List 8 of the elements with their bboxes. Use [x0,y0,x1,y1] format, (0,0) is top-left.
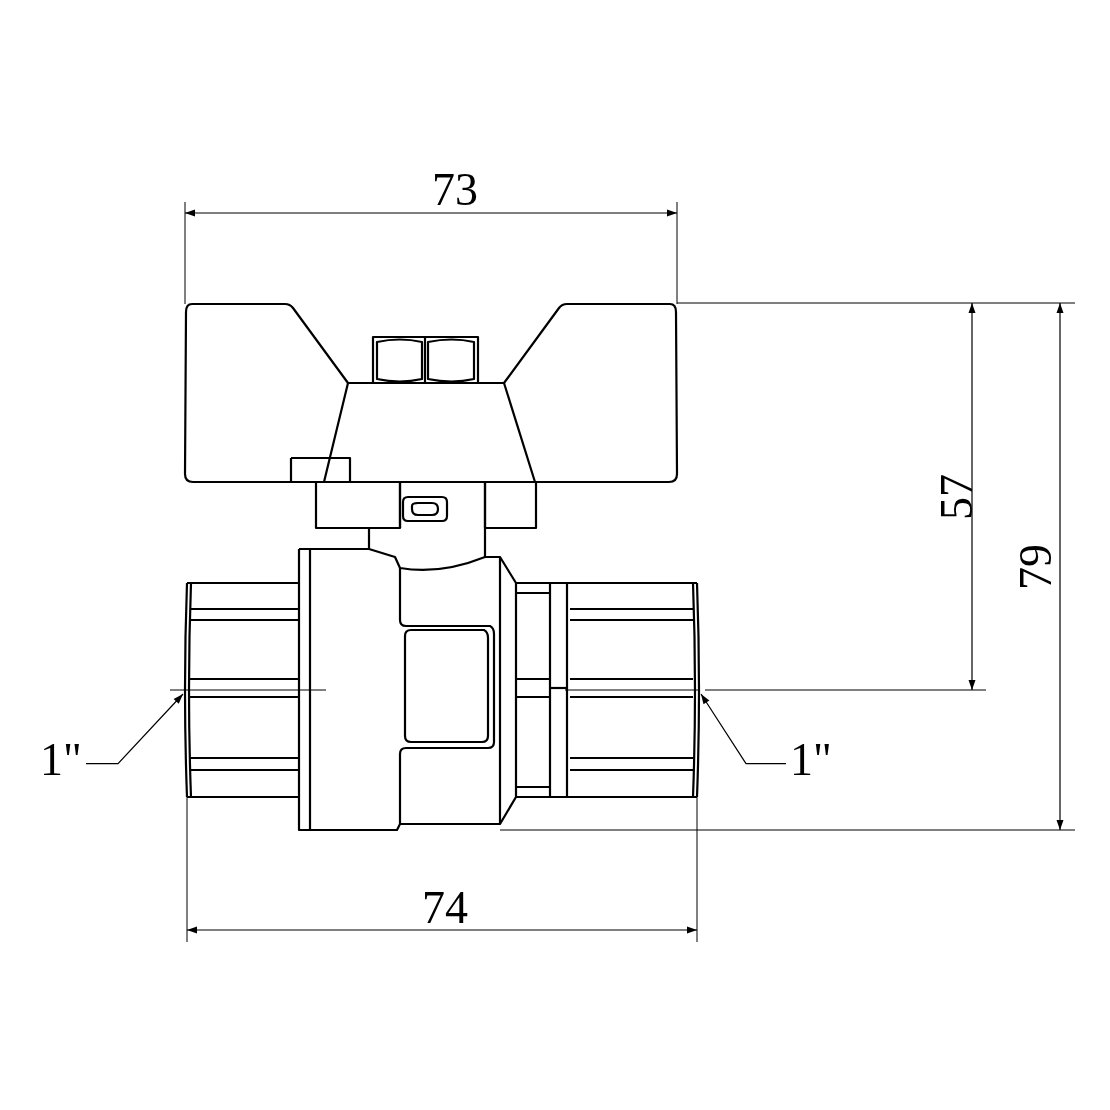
dimension-label: 74 [422,885,468,931]
dimension-label: 79 [1013,544,1059,590]
leader-line [700,693,787,765]
leader-line [85,693,184,765]
thread-size-label: 1" [40,737,82,783]
dimension-label: 57 [934,474,980,520]
thread-size-label: 1" [790,737,832,783]
dimension-label: 73 [432,167,478,213]
